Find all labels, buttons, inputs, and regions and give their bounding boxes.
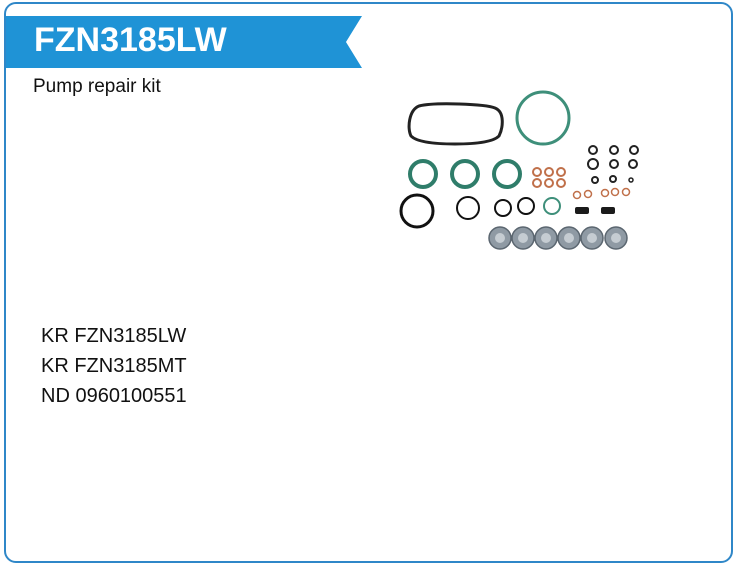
green-ring (492, 159, 522, 189)
large-green-o-ring (515, 90, 571, 146)
black-clip (601, 207, 615, 214)
copper-washer (556, 167, 566, 177)
green-ring (408, 159, 438, 189)
green-ring-small (543, 197, 561, 215)
reference-item: ND 0960100551 (41, 385, 187, 407)
black-o-ring (399, 193, 435, 229)
reference-item: KR FZN3185MT (41, 355, 187, 377)
copper-washer (583, 189, 593, 199)
copper-washer (572, 190, 582, 200)
copper-washer (532, 178, 542, 188)
copper-washer (600, 188, 610, 198)
reference-item: KR FZN3185LW (41, 325, 187, 347)
black-o-ring (494, 199, 512, 217)
reference-list: KR FZN3185LW KR FZN3185MT ND 0960100551 (41, 321, 187, 411)
product-description: Pump repair kit (33, 76, 161, 97)
product-code-title: FZN3185LW (34, 21, 227, 59)
small-o-ring (609, 159, 619, 169)
product-card (4, 2, 733, 563)
copper-washer (610, 187, 620, 197)
small-o-ring (629, 145, 639, 155)
small-o-ring (628, 159, 638, 169)
diaphragm-caps (488, 226, 628, 250)
rectangular-gasket (407, 102, 504, 146)
small-o-ring (591, 176, 599, 184)
black-o-ring (456, 196, 480, 220)
copper-washer (544, 167, 554, 177)
copper-washer (621, 187, 631, 197)
small-o-ring (609, 145, 619, 155)
black-clip (575, 207, 589, 214)
small-o-ring (587, 158, 599, 170)
header-banner (6, 16, 362, 68)
small-o-ring (588, 145, 598, 155)
green-ring (450, 159, 480, 189)
copper-washer (556, 178, 566, 188)
black-o-ring (517, 197, 535, 215)
small-o-ring (609, 175, 617, 183)
small-o-ring (628, 177, 634, 183)
copper-washer (532, 167, 542, 177)
copper-washer (544, 178, 554, 188)
gasket-seal-kit-image (399, 90, 639, 250)
